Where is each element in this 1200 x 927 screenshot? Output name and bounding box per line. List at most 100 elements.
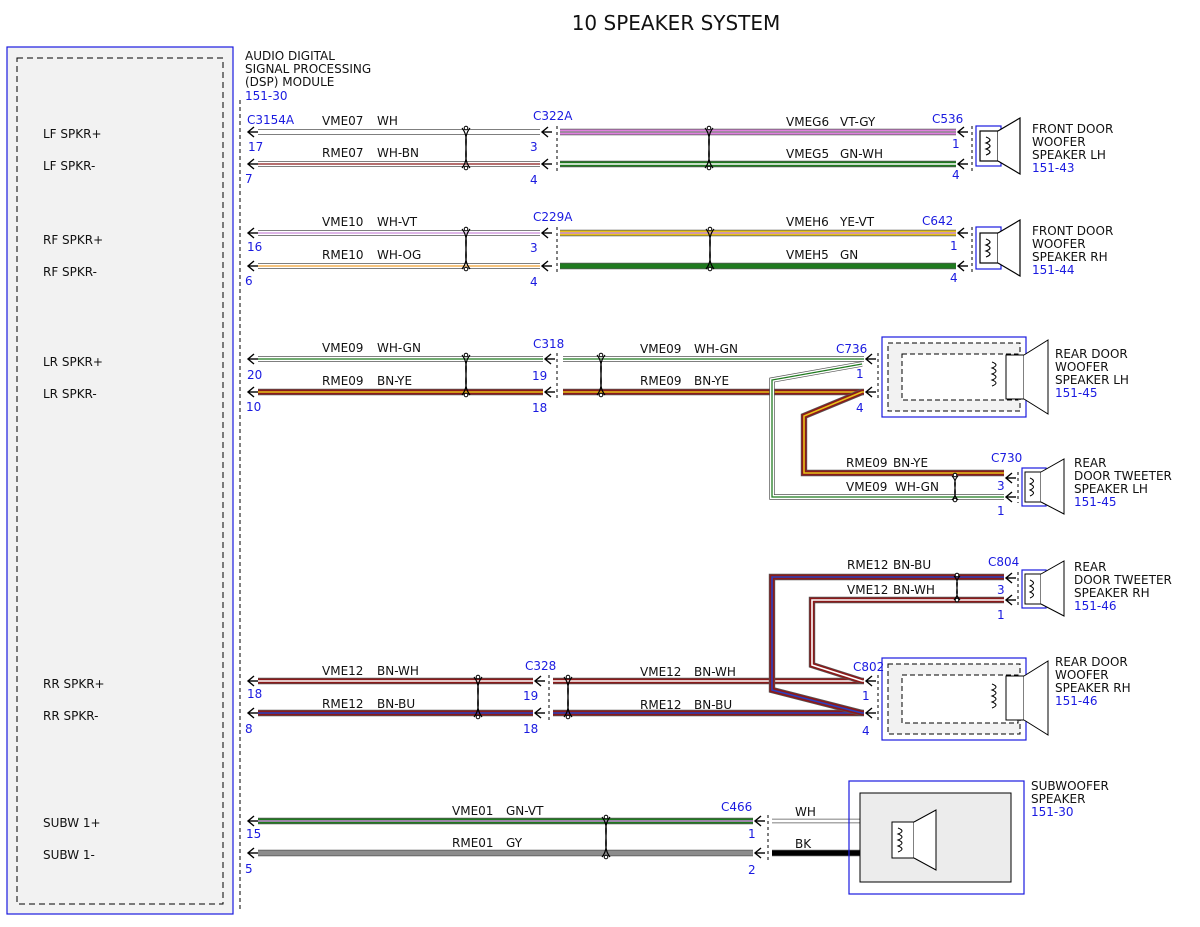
speaker-icon (1040, 560, 1065, 617)
pin-label-subw-neg: SUBW 1- (43, 848, 95, 862)
pin-num-8: 8 (245, 722, 253, 736)
front-door-woofer-rh: FRONT DOOR WOOFER SPEAKER RH 151-44 (975, 219, 1113, 277)
connector-c802-pin-a: 1 (862, 689, 870, 703)
speaker-rear-rh-tweeter-line1: REAR (1074, 560, 1106, 574)
rear-door-tweeter-lh: REAR DOOR TWEETER SPEAKER LH 151-45 (1021, 456, 1172, 515)
wire-rr-neg-color: BN-BU (377, 697, 415, 711)
wire-rf-neg-b-color: GN (840, 248, 858, 262)
connector-c466-pin-b: 2 (748, 863, 756, 877)
wire-lr-tw-pos-circuit: VME09 (846, 480, 887, 494)
wire-lr-neg-b-color: BN-YE (694, 374, 729, 388)
speaker-front-rh-ref: 151-44 (1032, 263, 1075, 277)
diagram-title: 10 SPEAKER SYSTEM (572, 11, 781, 35)
front-door-woofer-lh: FRONT DOOR WOOFER SPEAKER LH 151-43 (975, 117, 1113, 175)
pin-num-6: 6 (245, 274, 253, 288)
speaker-rear-rh-tweeter-line3: SPEAKER RH (1074, 586, 1150, 600)
speaker-rear-lh-woofer-ref: 151-45 (1055, 386, 1098, 400)
wire-rf-neg-circuit: RME10 (322, 248, 364, 262)
connector-labels: C322A 3 4 C536 1 4 C229A 3 4 C642 1 4 C3… (523, 109, 1022, 877)
connector-c642-pin-b: 4 (950, 271, 958, 285)
connector-c536-pin-b: 4 (952, 168, 960, 182)
connector-c318-label: C318 (533, 337, 564, 351)
pin-num-20: 20 (247, 368, 262, 382)
wire-rr-pos-b-color: BN-WH (694, 665, 736, 679)
wire-sub-pos-circuit: VME01 (452, 804, 493, 818)
connector-c642-label: C642 (922, 214, 953, 228)
pin-num-18: 18 (247, 687, 262, 701)
connector-c736-pin-a: 1 (856, 367, 864, 381)
connector-c318-pin-b: 18 (532, 401, 547, 415)
wire-sub-pos-color: GN-VT (506, 804, 544, 818)
wire-rr-neg-circuit: RME12 (322, 697, 364, 711)
subwoofer: SUBWOOFER SPEAKER 151-30 (848, 779, 1109, 895)
wire-labels: VME07 WH RME07 WH-BN VMEG6 VT-GY VMEG5 G… (322, 114, 939, 851)
pin-label-rr-pos: RR SPKR+ (43, 677, 105, 691)
pin-num-5: 5 (245, 862, 253, 876)
dsp-module-inner-dashed (16, 57, 224, 905)
wire-lr-tw-neg-circuit: RME09 (846, 456, 888, 470)
wire-lr-pos-b-color: WH-GN (694, 342, 738, 356)
wire-lr-pos-b-circuit: VME09 (640, 342, 681, 356)
wire-rf-pos-b-color: YE-VT (839, 215, 875, 229)
connector-c536-label: C536 (932, 112, 963, 126)
wire-lf-pos-circuit: VME07 (322, 114, 363, 128)
wire-rf-pos-color: WH-VT (377, 215, 418, 229)
wire-lr-tw-pos-color: WH-GN (895, 480, 939, 494)
wire-lr-pos-circuit: VME09 (322, 341, 363, 355)
connector-c802-pin-b: 4 (862, 724, 870, 738)
wire-lr-neg-circuit: RME09 (322, 374, 364, 388)
speaker-rear-lh-woofer-line3: SPEAKER LH (1055, 373, 1129, 387)
wire-rf-pos-circuit: VME10 (322, 215, 363, 229)
wire-rr-neg-b-color: BN-BU (694, 698, 732, 712)
wire-lr-neg-color: BN-YE (377, 374, 412, 388)
speaker-rear-lh-tweeter-line3: SPEAKER LH (1074, 482, 1148, 496)
dsp-module-ref: 151-30 (245, 89, 288, 103)
wire-lf-neg-color: WH-BN (377, 146, 419, 160)
speaker-rear-lh-tweeter-line2: DOOR TWEETER (1074, 469, 1172, 483)
wire-lr-neg-b-circuit: RME09 (640, 374, 682, 388)
wire-sub-int-pos-color: WH (795, 805, 816, 819)
connector-c466-pin-a: 1 (748, 827, 756, 841)
speaker-icon (1023, 660, 1049, 736)
connector-c730-label: C730 (991, 451, 1022, 465)
speaker-rear-rh-tweeter-ref: 151-46 (1074, 599, 1117, 613)
speaker-front-rh-line2: WOOFER (1032, 237, 1086, 251)
speaker-icon (979, 219, 1021, 277)
connector-c804-pin-a: 3 (997, 583, 1005, 597)
wire-sub-neg-circuit: RME01 (452, 836, 494, 850)
wire-rr-pos-color: BN-WH (377, 664, 419, 678)
speaker-front-rh-line3: SPEAKER RH (1032, 250, 1108, 264)
inline-connector-arrows (534, 126, 558, 721)
connector-c466-label: C466 (721, 800, 752, 814)
pin-label-lr-neg: LR SPKR- (43, 387, 97, 401)
connector-c322a-label: C322A (533, 109, 573, 123)
connector-c318-pin-a: 19 (532, 369, 547, 383)
speaker-rear-lh-woofer-line1: REAR DOOR (1055, 347, 1128, 361)
speaker-front-lh-ref: 151-43 (1032, 161, 1075, 175)
wire-rf-pos-b-circuit: VMEH6 (786, 215, 829, 229)
pin-num-17: 17 (248, 140, 263, 154)
wire-lf-neg-b-color: GN-WH (840, 147, 883, 161)
dsp-module-name-3: (DSP) MODULE (245, 75, 334, 89)
speaker-rear-rh-tweeter-line2: DOOR TWEETER (1074, 573, 1172, 587)
wire-rr-tw-pos-color: BN-WH (893, 583, 935, 597)
speaker-front-rh-line1: FRONT DOOR (1032, 224, 1113, 238)
connector-c322a-pin-b: 4 (530, 173, 538, 187)
wire-lf-neg-b-circuit: VMEG5 (786, 147, 829, 161)
connector-c736-label: C736 (836, 342, 867, 356)
pin-num-7: 7 (245, 172, 253, 186)
connector-c736-pin-b: 4 (856, 401, 864, 415)
wire-sub-int-neg-color: BK (795, 837, 812, 851)
speaker-subwoofer-line1: SUBWOOFER (1031, 779, 1109, 793)
connector-c730-pin-a: 3 (997, 479, 1005, 493)
pin-label-lr-pos: LR SPKR+ (43, 355, 103, 369)
speaker-rear-lh-tweeter-ref: 151-45 (1074, 495, 1117, 509)
wire-rr-tw-neg-circuit: RME12 (847, 558, 889, 572)
dsp-module-outline (6, 46, 234, 915)
dsp-module: AUDIO DIGITAL SIGNAL PROCESSING (DSP) MO… (6, 46, 371, 915)
connector-c322a-pin-a: 3 (530, 140, 538, 154)
speaker-rear-lh-woofer-line2: WOOFER (1055, 360, 1109, 374)
wire-lr-pos-color: WH-GN (377, 341, 421, 355)
wire-lf-neg-circuit: RME07 (322, 146, 364, 160)
